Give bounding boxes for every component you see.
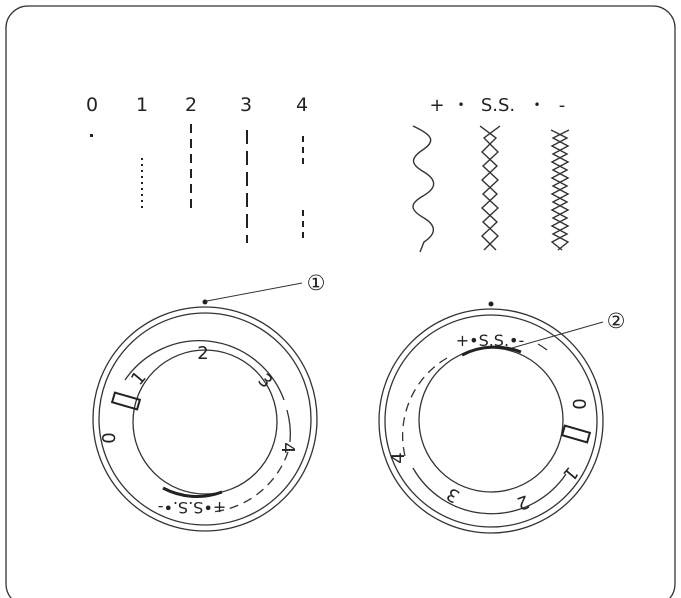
callout-2-leader: [511, 321, 604, 349]
dial-right-arc-solid-top: [537, 343, 548, 351]
length-label-2: 2: [185, 94, 197, 116]
dial-left-label-ss: +•S.S.•-: [158, 498, 227, 517]
dial-right-label-4: 4: [388, 452, 409, 463]
dial-right-arc-solid: [412, 467, 567, 515]
callout-1-leader: [206, 282, 303, 302]
length-label-4: 4: [296, 94, 308, 116]
zigzag-width-dial[interactable]: +•S.S.•- 0 1 2 3 4: [378, 308, 604, 534]
dial-right-indicator-dot: [488, 301, 494, 307]
dial-left-arc-solid: [124, 340, 285, 401]
callout-1-label: ①: [307, 271, 326, 295]
dial-right-center: [418, 347, 564, 493]
dial-right-arc-dashed: [401, 357, 448, 461]
zigzag-plus-label: +: [429, 95, 444, 116]
diagram-frame: [5, 5, 676, 598]
zigzag-ss-label: S.S.: [481, 95, 515, 116]
dial-right-label-ss: +•S.S.•-: [456, 331, 525, 350]
dial-left-arc-dashed: [211, 451, 289, 513]
zigzag-dot-left: •: [457, 98, 464, 112]
length-label-0: 0: [86, 94, 98, 116]
dial-left-outer-rim: [92, 306, 318, 532]
callout-2-label: ②: [607, 309, 626, 333]
dial-left-rim: [98, 312, 312, 526]
stitch-sample-0: [90, 134, 93, 137]
callout-2: ②: [488, 301, 626, 349]
zigzag-sample-ss-b: [481, 125, 501, 251]
dial-right-zero-marker: [560, 424, 592, 444]
dial-right-label-3: 3: [443, 483, 463, 507]
dial-right-ss-bar: [461, 345, 522, 357]
length-label-1: 1: [136, 94, 148, 116]
zigzag-dot-right: •: [533, 98, 540, 112]
callout-1: ①: [202, 271, 326, 305]
dial-left-arc-solid-b: [286, 409, 291, 443]
zigzag-sample-minus-b: [551, 129, 570, 251]
dial-left-center: [132, 349, 278, 495]
dial-left-label-2: 2: [197, 343, 208, 364]
zigzag-minus-label: -: [559, 95, 566, 116]
dial-right-rim: [384, 314, 598, 528]
dial-left-label-3: 3: [253, 370, 276, 393]
stitch-length-scale: 0 1 2 3 4: [86, 94, 308, 243]
dial-left-zero-marker: [110, 391, 142, 411]
dial-left-label-4: 4: [277, 442, 298, 453]
dial-right-label-0: 0: [568, 398, 589, 409]
zigzag-density-scale: + • S.S. • -: [412, 95, 570, 253]
zigzag-sample-plus: [412, 125, 435, 253]
dial-left-label-0: 0: [99, 432, 120, 443]
dial-right-label-1: 1: [558, 462, 581, 484]
dial-right-outer-rim: [378, 308, 604, 534]
length-label-3: 3: [240, 94, 252, 116]
stitch-length-dial[interactable]: 2 1 3 4 0 +•S.S.•-: [92, 306, 318, 532]
dial-left-ss-bar: [162, 486, 223, 498]
dial-left-indicator-dot: [202, 299, 208, 305]
dial-left-label-1: 1: [127, 367, 150, 389]
